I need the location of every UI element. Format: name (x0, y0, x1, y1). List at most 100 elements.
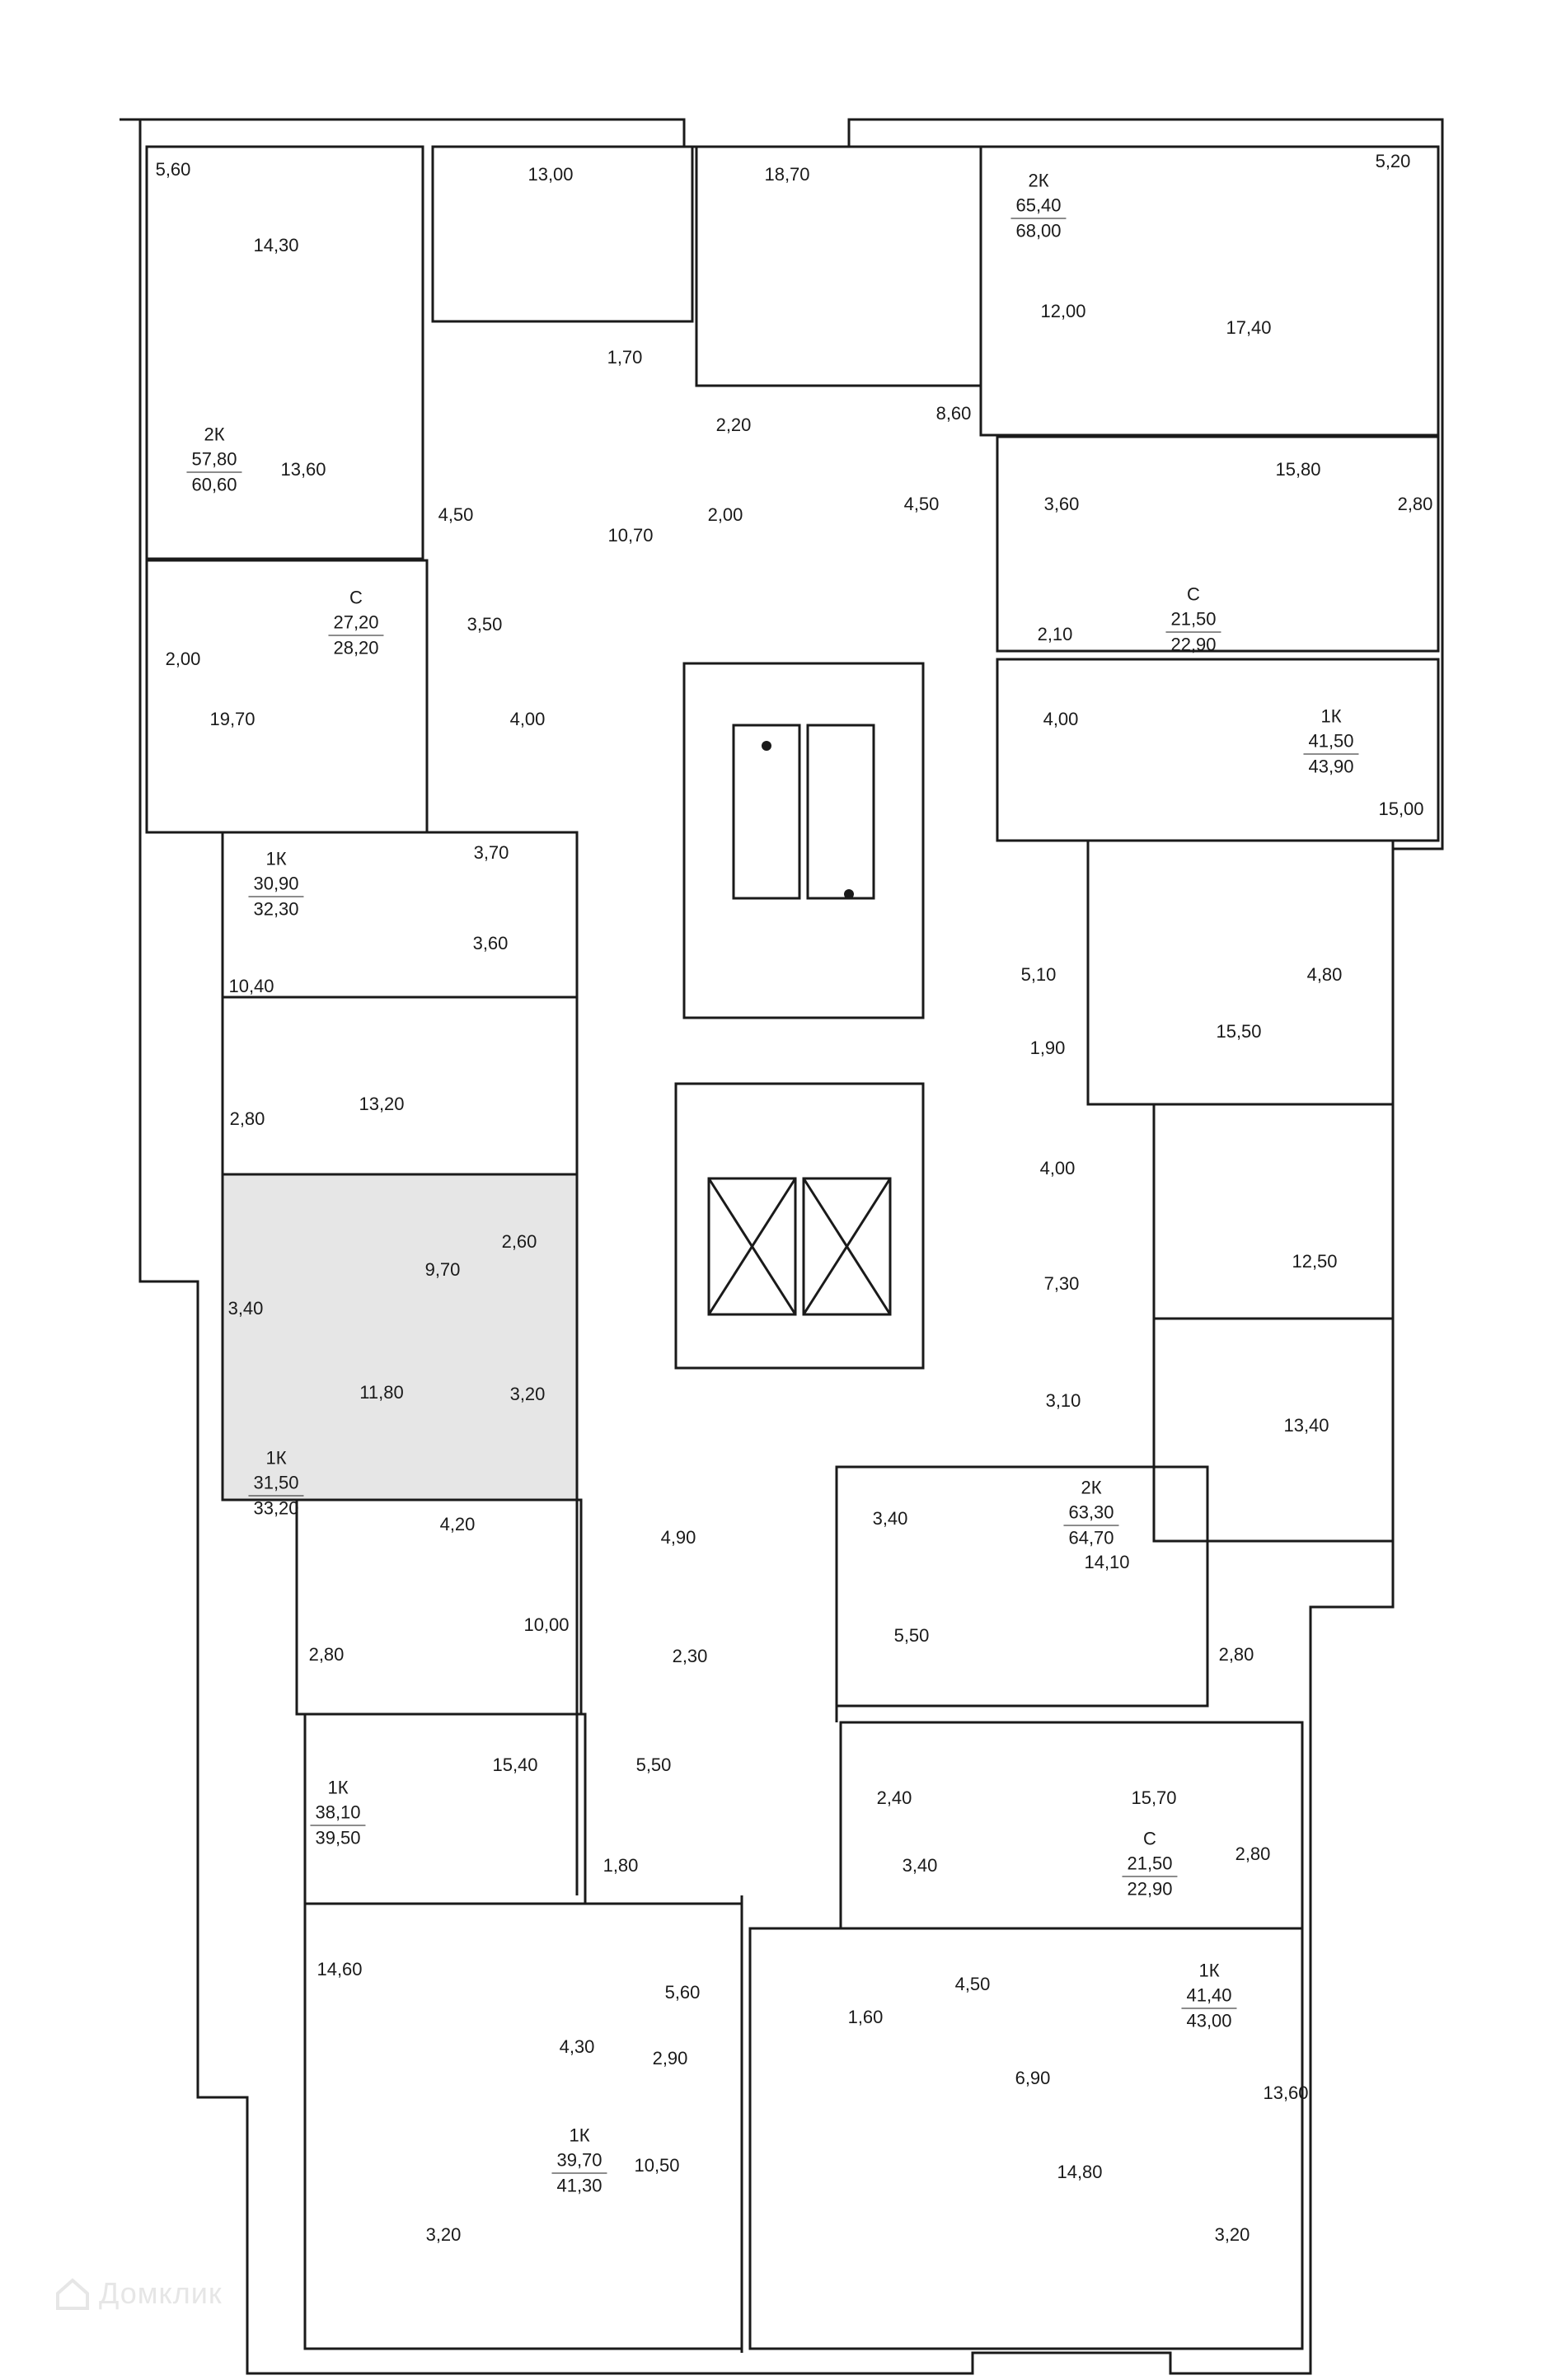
room-area-label: 3,20 (509, 1384, 546, 1404)
apt-wall-studio-right (996, 435, 1440, 653)
stair-core (682, 662, 925, 1019)
apt-wall-studio-left (145, 559, 429, 834)
room-area-label: 17,40 (1226, 317, 1272, 338)
apartment-living: 27,20 (328, 611, 384, 636)
apt-wall-2k-top-right (979, 145, 1440, 437)
room-area-label: 13,40 (1283, 1415, 1329, 1436)
apt-wall-1k-right-bottom (748, 1927, 1304, 2350)
room-area-label: 2,80 (1235, 1844, 1271, 1864)
apartment-total: 43,90 (1308, 756, 1354, 777)
apt-wall-right-lower (1152, 1103, 1395, 1320)
apartment-type: 1К (265, 1447, 287, 1469)
watermark: Домклик (54, 2276, 223, 2311)
room-area-label: 4,50 (954, 1974, 991, 1994)
room-area-label: 10,50 (634, 2155, 680, 2176)
elevator-shaft-2 (802, 1177, 892, 1316)
elevator-core (674, 1082, 925, 1370)
room-area-label: 2,80 (1218, 1644, 1254, 1665)
room-area-label: 5,10 (1020, 964, 1057, 985)
apartment-type: 1К (327, 1777, 349, 1798)
apartment-total: 28,20 (333, 637, 379, 658)
room-area-label: 13,20 (359, 1094, 405, 1114)
room-area-label: 13,60 (1263, 2082, 1309, 2103)
room-area-label: 10,70 (607, 525, 654, 546)
room-area-label: 15,40 (492, 1755, 538, 1775)
apartment-total: 43,00 (1186, 2010, 1232, 2031)
elevator-shaft-1 (707, 1177, 797, 1316)
room-area-label: 15,50 (1216, 1021, 1262, 1042)
room-area-label: 2,00 (165, 649, 201, 669)
room-area-label: 2,80 (1397, 494, 1433, 514)
room-area-label: 4,00 (1039, 1158, 1076, 1178)
room-area-label: 2,10 (1037, 624, 1073, 644)
room-area-label: 1,60 (847, 2007, 884, 2027)
apartment-total: 32,30 (253, 898, 299, 920)
room-area-label: 6,90 (1015, 2068, 1051, 2088)
apartment-type: С (349, 587, 363, 608)
apartment-living: 41,40 (1181, 1984, 1237, 2009)
apt-wall-studio-right-low (839, 1721, 1304, 1930)
room-area-label: 13,00 (527, 164, 574, 185)
apartment-type: 2К (204, 424, 225, 445)
room-area-label: 1,80 (602, 1855, 639, 1876)
room-area-label: 14,10 (1084, 1552, 1130, 1572)
apartment-living: 57,80 (186, 447, 242, 473)
room-area-label: 10,00 (523, 1614, 570, 1635)
room-area-label: 2,30 (672, 1646, 708, 1666)
room-area-label: 3,40 (872, 1508, 908, 1529)
apt-wall-kitchen-left (221, 996, 579, 1176)
apartment-living: 41,50 (1303, 729, 1359, 755)
room-area-label: 14,80 (1057, 2162, 1103, 2182)
apt-wall-right-mid (1086, 839, 1395, 1106)
room-area-label: 8,60 (935, 403, 972, 424)
room-area-label: 5,50 (893, 1625, 930, 1646)
room-area-label: 2,80 (308, 1644, 345, 1665)
apartment-type: 1К (569, 2125, 590, 2146)
room-area-label: 9,70 (424, 1259, 461, 1280)
apartment-type: 1К (1198, 1960, 1220, 1981)
room-area-label: 3,60 (472, 933, 509, 953)
room-area-label: 10,40 (228, 976, 274, 996)
apartment-type: С (1187, 583, 1200, 605)
apartment-type: С (1143, 1828, 1156, 1849)
apt-wall-top-center-left (431, 145, 694, 323)
room-area-label: 4,50 (438, 504, 474, 525)
apartment-total: 68,00 (1015, 220, 1062, 241)
apartment-living: 63,30 (1063, 1501, 1119, 1526)
room-area-label: 3,20 (1214, 2224, 1250, 2245)
outer-wall (120, 118, 1444, 2375)
apt-wall-1k-left-bottom (303, 1902, 743, 2350)
room-area-label: 2,40 (876, 1787, 912, 1808)
house-logo-icon (56, 2278, 89, 2310)
apartment-living: 31,50 (248, 1471, 304, 1497)
room-area-label: 15,70 (1131, 1787, 1177, 1808)
apt-wall-right-13 (1152, 1317, 1395, 1543)
room-area-label: 3,50 (467, 614, 503, 635)
apartment-living: 30,90 (248, 872, 304, 897)
stair-flight-2 (806, 724, 875, 900)
room-area-label: 15,80 (1275, 459, 1321, 480)
room-area-label: 5,20 (1375, 151, 1411, 171)
apartment-type: 2К (1028, 170, 1049, 191)
room-area-label: 2,90 (652, 2048, 688, 2068)
room-area-label: 3,40 (902, 1855, 938, 1876)
room-area-label: 5,60 (155, 159, 191, 180)
room-area-label: 4,20 (439, 1514, 476, 1534)
room-area-label: 13,60 (280, 459, 326, 480)
watermark-text: Домклик (99, 2276, 223, 2310)
corridor-wall (575, 832, 838, 2353)
apartment-total: 41,30 (556, 2175, 602, 2196)
room-area-label: 2,00 (707, 504, 743, 525)
